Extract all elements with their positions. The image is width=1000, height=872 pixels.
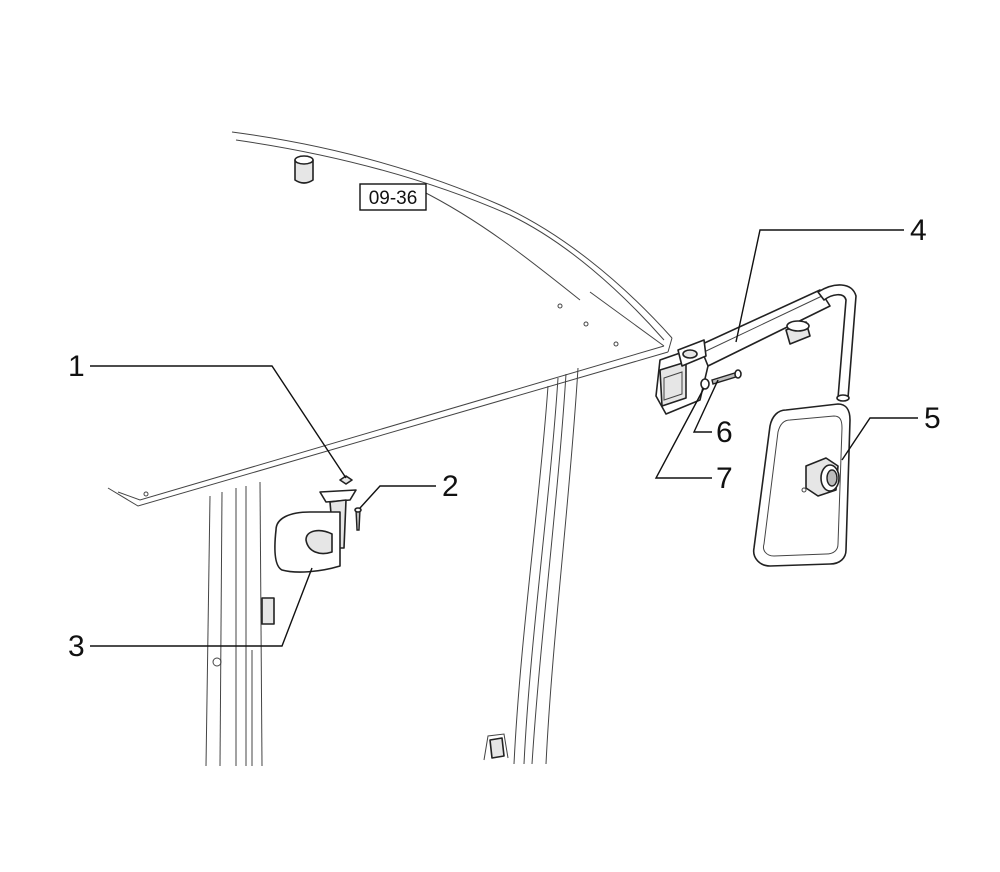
callout-3: 3 [68, 630, 85, 663]
leader-line-3 [90, 567, 313, 647]
callout-4: 4 [910, 214, 927, 247]
callout-labels: 1 2 3 4 5 6 7 [68, 214, 941, 663]
leader-line-1 [90, 365, 347, 479]
leader-line-5 [841, 417, 918, 461]
leader-line-7 [654, 387, 712, 479]
leader-lines [90, 229, 918, 647]
external-mirror-arm-assembly [655, 284, 857, 415]
callout-7: 7 [716, 462, 733, 495]
roof-nut [294, 155, 314, 184]
callout-1: 1 [68, 350, 85, 383]
callout-6: 6 [716, 416, 733, 449]
reference-box: 09-36 [359, 183, 427, 211]
leader-line-4 [735, 229, 904, 343]
leader-line-2 [359, 485, 436, 509]
cab-front-pillar-left [205, 481, 275, 767]
cab-door-pillar [483, 367, 579, 765]
leader-line-6 [692, 379, 719, 433]
cab-roof [107, 131, 673, 507]
callout-5: 5 [924, 402, 941, 435]
callout-2: 2 [442, 470, 459, 503]
interior-mirror-assembly [274, 475, 362, 573]
external-mirror-head [752, 403, 851, 567]
reference-box-label: 09-36 [369, 188, 418, 209]
